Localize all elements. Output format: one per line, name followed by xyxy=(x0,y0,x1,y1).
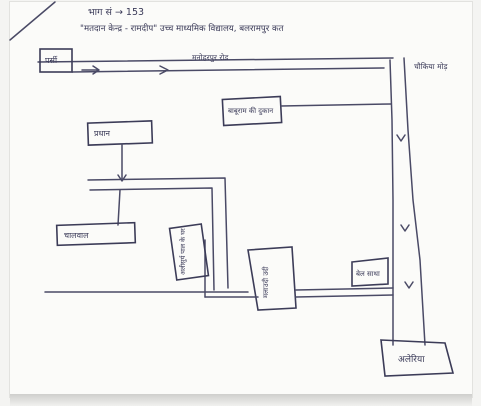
header-part-number: भाग सं → 153 xyxy=(88,7,144,18)
center-right-box xyxy=(221,95,283,127)
road-bottom-lower-right xyxy=(295,294,394,298)
center-right-connector xyxy=(280,103,392,107)
top-right-label: चौकिया मोड़ xyxy=(414,62,449,71)
left-box xyxy=(86,120,154,146)
corner-fold-line xyxy=(9,1,56,41)
small-right-box xyxy=(351,257,389,287)
center-vertical-box-label: मलाउदी उदी xyxy=(261,266,270,298)
mid-vertical-box-label: अलीसुर्य पाल के घर xyxy=(179,228,187,275)
left-box-label: प्रधान xyxy=(94,129,111,138)
road-top-arrow-2 xyxy=(159,65,169,75)
top-left-box-label: पर्सी xyxy=(45,55,58,65)
small-right-box-label: बेल साथा xyxy=(356,269,380,278)
left-box-arrow xyxy=(117,174,127,182)
road-bottom-upper-right xyxy=(295,287,394,291)
top-left-box xyxy=(39,48,73,73)
road-right-arrow-2 xyxy=(400,224,410,232)
bottom-left-connector xyxy=(117,189,121,226)
header-polling-station: "मतदान केन्द्र - रामदीप" उच्च माध्यमिक व… xyxy=(80,23,285,34)
road-top-upper xyxy=(37,57,394,63)
mid-vertical-box xyxy=(168,223,210,281)
center-vertical-box xyxy=(247,246,297,311)
road-right-arrow-1 xyxy=(396,134,406,142)
bottom-left-box xyxy=(55,221,137,247)
paper-bottom-shadow xyxy=(10,394,472,406)
road-right-right xyxy=(403,57,426,346)
bottom-right-box xyxy=(380,339,455,377)
paper-sheet xyxy=(10,2,472,397)
bottom-right-box-label: अलेरिया xyxy=(398,353,425,365)
road-mid-upper xyxy=(87,177,229,289)
road-right-left xyxy=(389,59,394,346)
road-right-arrow-3 xyxy=(404,281,414,289)
road-top-label: मनोहरपुर रोड xyxy=(192,53,229,63)
bottom-left-box-label: चालवाल xyxy=(64,231,89,240)
road-mid-lower xyxy=(89,187,215,291)
road-top-lower xyxy=(71,67,385,73)
center-right-box-label: बाबूराम की दुकान xyxy=(228,106,273,116)
road-top-arrow xyxy=(81,65,100,75)
